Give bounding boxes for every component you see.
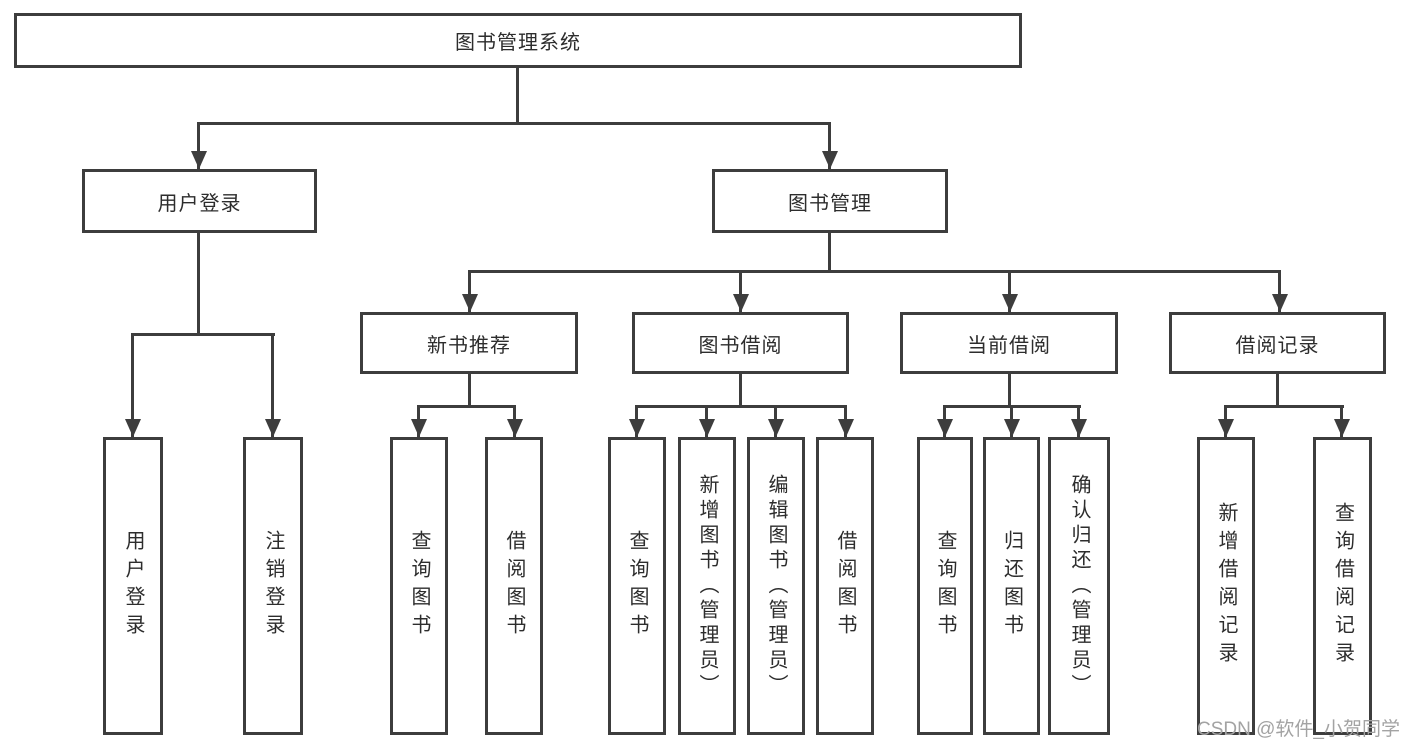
leaf-label: 新增图书（管理员）: [696, 473, 718, 699]
connector-user-login-child-0: [131, 333, 134, 437]
arrow-down-icon: [1002, 294, 1018, 312]
node-user-login-child-1: 注销登录: [243, 437, 303, 735]
connector-records-hline: [1224, 405, 1344, 408]
arrow-down-icon: [191, 151, 207, 169]
arrow-down-icon: [629, 419, 645, 437]
connector-borrow-hline: [635, 405, 847, 408]
node-user-login: 用户登录: [82, 169, 317, 233]
leaf-label: 查询图书: [408, 530, 430, 642]
node-borrow-child-1: 新增图书（管理员）: [678, 437, 736, 735]
arrow-down-icon: [265, 419, 281, 437]
connector-user-login-child-1: [271, 333, 274, 437]
leaf-label: 借阅图书: [503, 530, 525, 642]
connector-to-borrow: [739, 270, 742, 312]
arrow-down-icon: [1272, 294, 1288, 312]
node-borrow-child-2: 编辑图书（管理员）: [747, 437, 805, 735]
arrow-down-icon: [462, 294, 478, 312]
leaf-label: 注销登录: [262, 530, 284, 642]
connector-new-book-stub: [468, 374, 471, 407]
node-records-child-0: 新增借阅记录: [1197, 437, 1255, 735]
connector-book-mgmt-hline: [468, 270, 1281, 273]
leaf-label: 查询图书: [934, 530, 956, 642]
connector-borrow-stub: [739, 374, 742, 407]
node-borrow-child-0: 查询图书: [608, 437, 666, 735]
node-current-child-0: 查询图书: [917, 437, 973, 735]
connector-new-book-hline: [417, 405, 516, 408]
arrow-down-icon: [733, 294, 749, 312]
node-records-label: 借阅记录: [1235, 334, 1320, 357]
connector-current-stub: [1008, 374, 1011, 407]
leaf-label: 借阅图书: [834, 530, 856, 642]
connector-user-login-stub: [197, 233, 200, 336]
leaf-label: 查询借阅记录: [1331, 502, 1354, 670]
node-records-child-1: 查询借阅记录: [1313, 437, 1372, 735]
node-borrow: 图书借阅: [632, 312, 849, 374]
connector-to-current: [1008, 270, 1011, 312]
arrow-down-icon: [937, 419, 953, 437]
node-records: 借阅记录: [1169, 312, 1386, 374]
leaf-label: 查询图书: [626, 530, 648, 642]
node-new-book: 新书推荐: [360, 312, 578, 374]
leaf-label: 归还图书: [1000, 530, 1023, 642]
node-user-login-child-0: 用户登录: [103, 437, 163, 735]
arrow-down-icon: [1004, 419, 1020, 437]
connector-root-to-user-login: [197, 122, 200, 169]
arrow-down-icon: [411, 419, 427, 437]
connector-to-records: [1278, 270, 1281, 312]
node-root-label: 图书管理系统: [455, 32, 581, 54]
arrow-down-icon: [1071, 419, 1087, 437]
connector-records-stub: [1276, 374, 1279, 407]
connector-root-stub: [516, 68, 519, 122]
connector-root-hline: [198, 122, 831, 125]
node-book-mgmt: 图书管理: [712, 169, 948, 233]
arrow-down-icon: [838, 419, 854, 437]
node-current-child-2: 确认归还（管理员）: [1048, 437, 1110, 735]
node-book-mgmt-label: 图书管理: [788, 192, 872, 215]
arrow-down-icon: [125, 419, 141, 437]
connector-to-new-book: [468, 270, 471, 312]
leaf-label: 确认归还（管理员）: [1068, 473, 1090, 699]
leaf-label: 编辑图书（管理员）: [765, 473, 787, 699]
arrow-down-icon: [1218, 419, 1234, 437]
leaf-label: 用户登录: [122, 530, 144, 642]
node-current: 当前借阅: [900, 312, 1118, 374]
arrow-down-icon: [699, 419, 715, 437]
arrow-down-icon: [768, 419, 784, 437]
connector-book-mgmt-stub: [828, 233, 831, 273]
leaf-label: 新增借阅记录: [1215, 502, 1237, 670]
node-current-child-1: 归还图书: [983, 437, 1040, 735]
node-borrow-child-3: 借阅图书: [816, 437, 874, 735]
node-new-book-child-0: 查询图书: [390, 437, 448, 735]
node-new-book-child-1: 借阅图书: [485, 437, 543, 735]
node-current-label: 当前借阅: [967, 334, 1051, 357]
arrow-down-icon: [822, 151, 838, 169]
node-new-book-label: 新书推荐: [427, 334, 511, 357]
node-root: 图书管理系统: [14, 13, 1022, 68]
node-borrow-label: 图书借阅: [698, 334, 783, 357]
connector-root-to-book-mgmt: [828, 122, 831, 169]
arrow-down-icon: [1334, 419, 1350, 437]
watermark-text: CSDN @软件_小贺同学: [1197, 719, 1400, 740]
node-user-login-label: 用户登录: [157, 192, 242, 215]
connector-user-login-hline: [132, 333, 275, 336]
arrow-down-icon: [507, 419, 523, 437]
